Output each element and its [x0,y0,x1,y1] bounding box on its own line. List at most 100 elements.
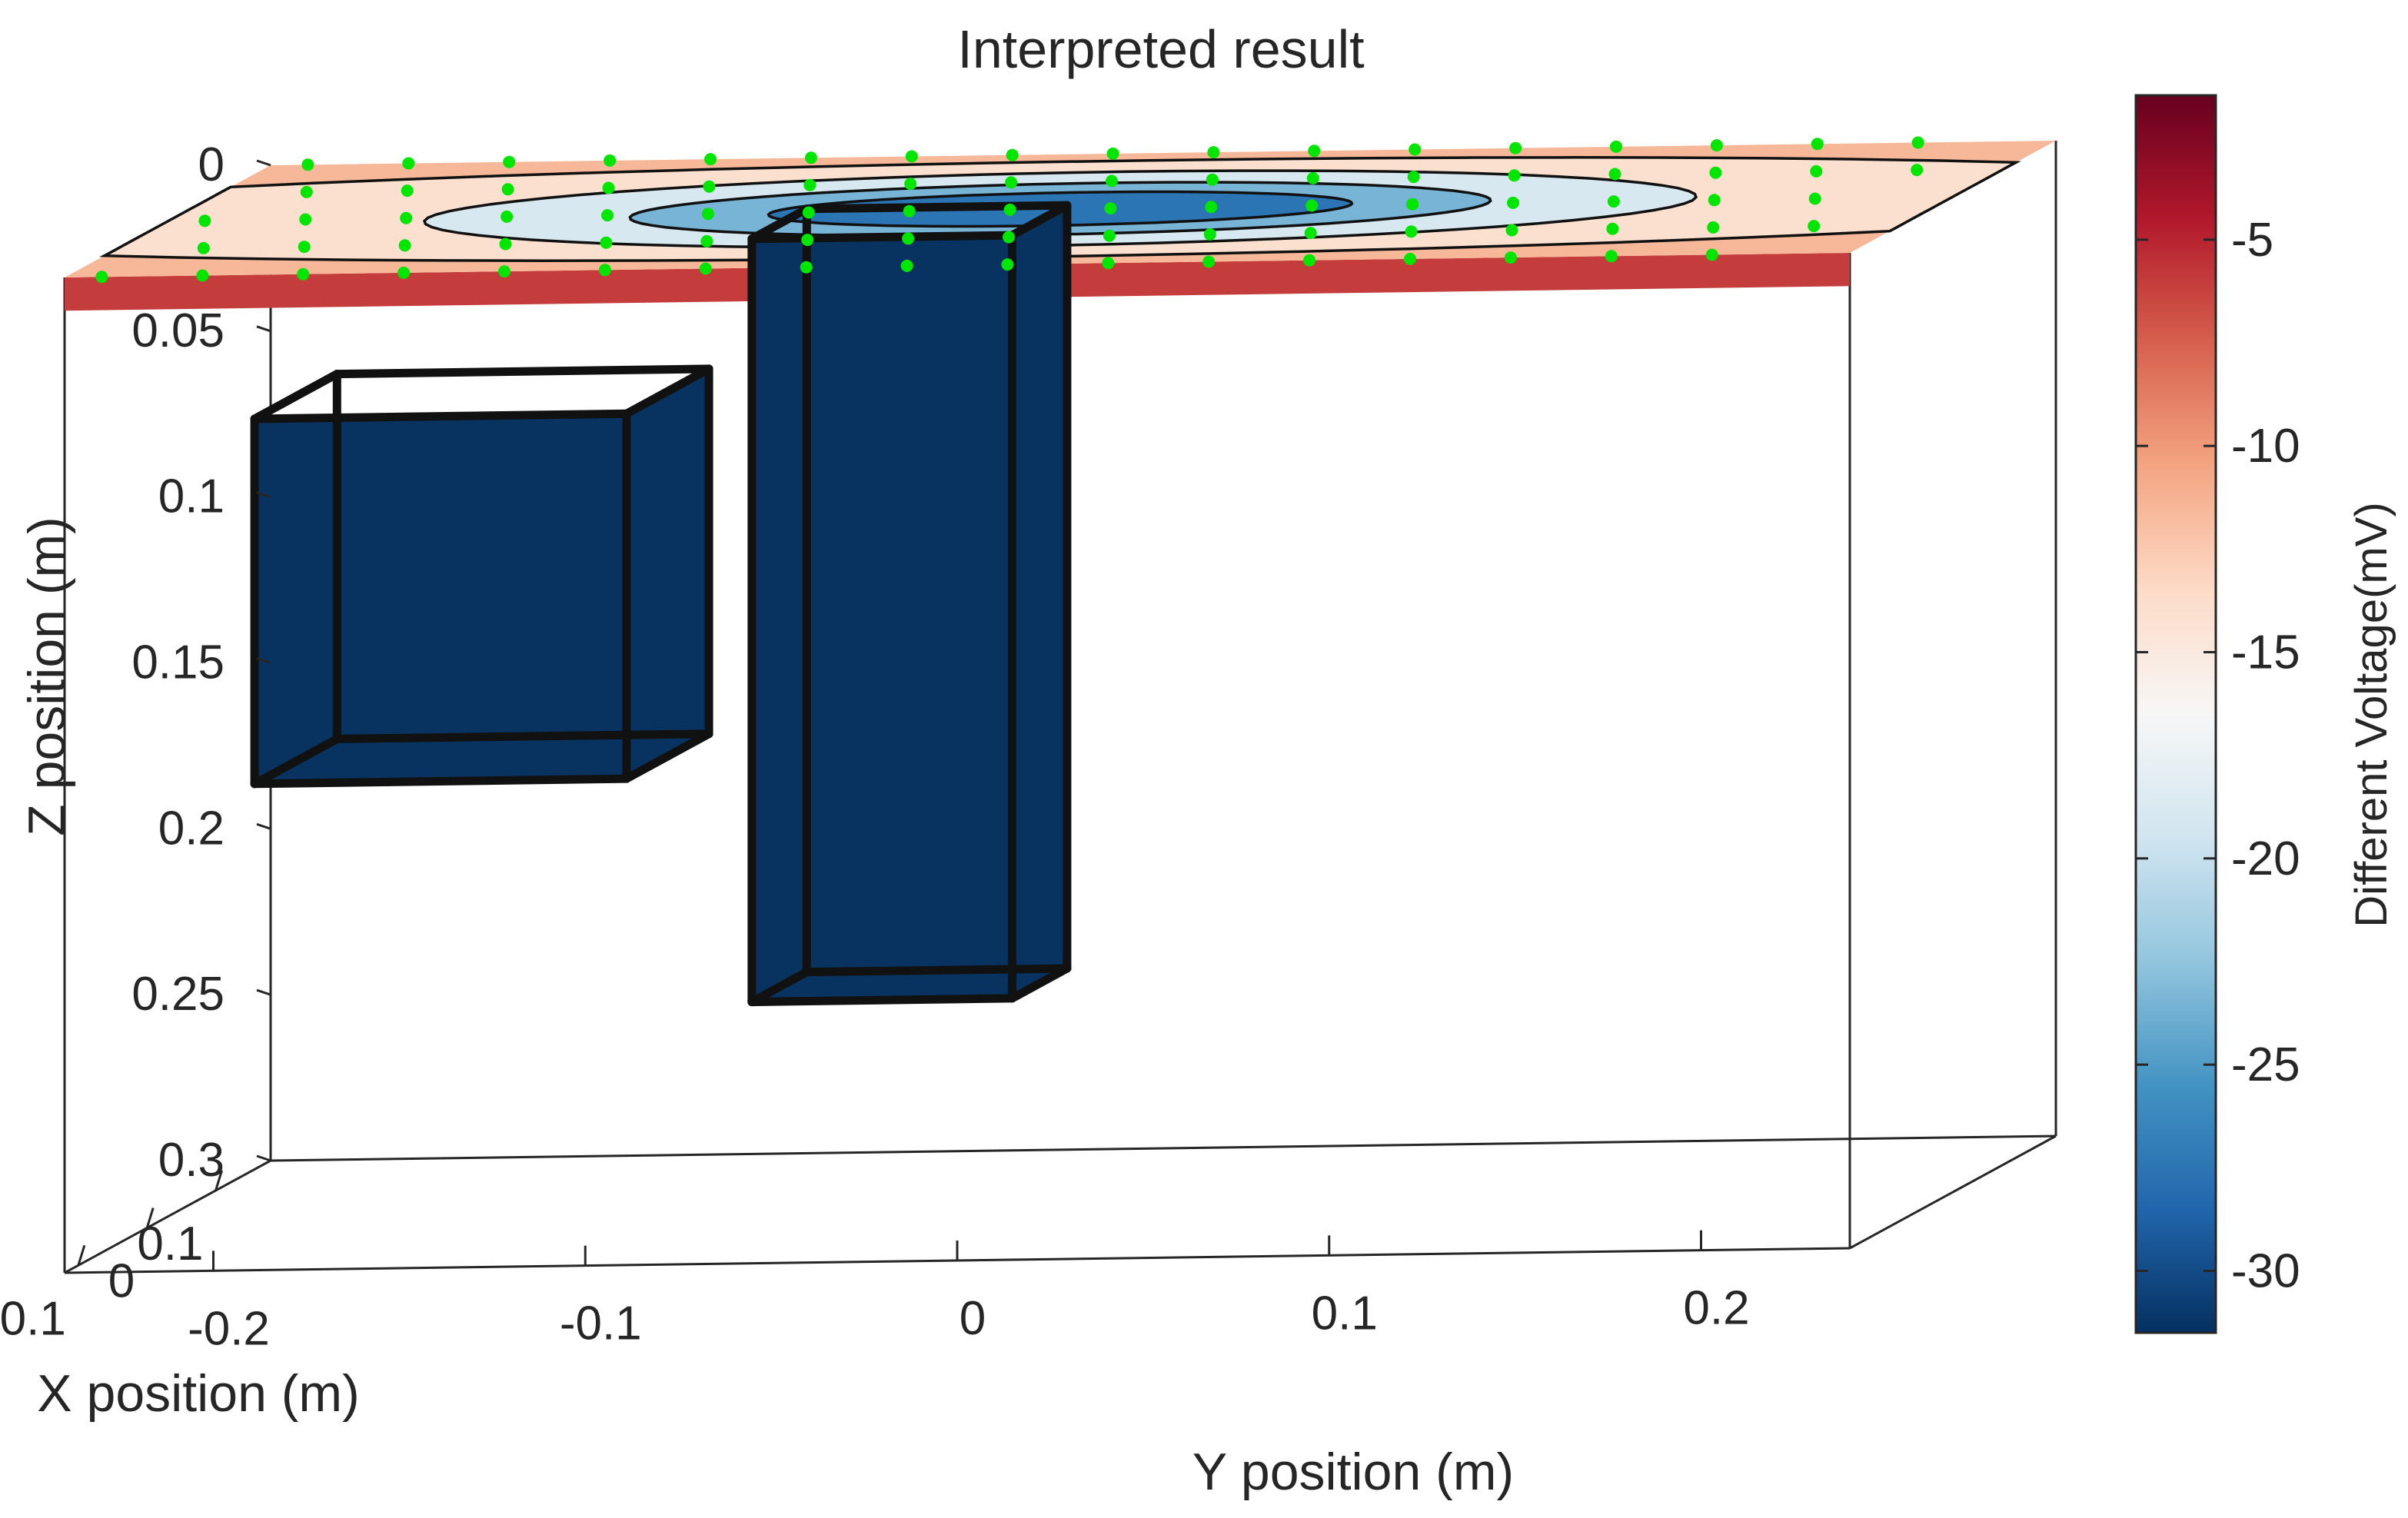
electrode-point [196,269,209,282]
z-tick [256,491,271,499]
electrode-point [1911,136,1924,149]
electrode-point [1508,169,1521,182]
electrode-point [600,236,613,249]
colorbar-tick-label: -30 [2231,1245,2300,1298]
electrode-point [1203,228,1216,241]
box-edge [270,1134,2057,1162]
electrode-point [501,210,514,223]
electrode-point [601,209,614,222]
x-tick-label: 0 [108,1255,135,1308]
electrode-point [704,153,717,166]
electrode-point [299,213,312,226]
z-tick [256,822,271,830]
electrode-point [1709,166,1722,179]
anomaly-edge-column [1007,964,1072,1003]
x-tick [77,1244,86,1266]
electrode-point [1003,203,1016,216]
box-edge [1849,1134,2057,1250]
z-axis-title: Z position (m) [18,517,76,836]
electrode-point [1708,194,1721,207]
colorbar-tick-label: -25 [2231,1038,2300,1091]
anomaly-edge-cube [250,409,631,424]
electrode-point [1405,225,1418,238]
electrode-point [703,180,716,193]
electrode-point [1106,174,1118,188]
electrode-point [800,261,813,274]
anomaly-edge-cube [250,370,341,424]
electrode-point [902,232,915,245]
electrode-point [1207,146,1220,159]
x-tick-label: -0.1 [0,1292,66,1345]
electrode-point [1304,227,1317,240]
anomaly-edge-column [802,964,1072,977]
electrode-point [1808,220,1821,233]
box-edge [64,1159,271,1274]
electrode-point [300,185,313,198]
x-tick [145,1207,155,1229]
y-tick-label: -0.2 [188,1302,270,1355]
anomaly-edge-cube [250,774,631,789]
colorbar-title: Different Voltage(mV) [2346,502,2396,927]
z-tick [256,988,271,996]
z-tick [256,325,271,333]
anomaly-edge-cube [622,364,713,418]
colorbar-tick-label: -5 [2231,214,2273,267]
electrode-point [398,239,411,252]
electrode-point [700,234,713,247]
anomaly-bodies [250,201,1072,1007]
y-axis-title: Y position (m) [1192,1443,1514,1501]
electrode-point [1102,257,1115,270]
electrode-point [1103,229,1116,242]
electrode-point [1808,192,1821,205]
electrode-point [1707,221,1720,234]
electrode-point [1610,140,1622,153]
electrode-point [197,241,210,254]
anomaly-edge-cube [622,729,713,783]
anomaly-body-column [751,205,1067,1002]
y-tick-label: 0.1 [1312,1287,1378,1340]
electrode-point [95,271,108,284]
electrode-point [1104,202,1117,215]
electrode-point [503,155,516,168]
electrode-point [903,204,916,218]
electrode-point [1205,201,1218,214]
colorbar-gradient [2134,94,2217,1334]
z-tick-label: 0.2 [158,802,225,855]
z-tick-label: 0 [198,138,225,191]
electrode-point [804,151,817,164]
electrode-point [1106,147,1119,160]
y-tick-label: -0.1 [560,1297,642,1350]
chart-title: Interpreted result [957,19,1364,79]
electrode-point [1308,144,1321,158]
electrode-point [598,264,611,277]
electrode-point [1303,254,1316,267]
electrode-point [900,259,913,272]
electrode-point [1202,255,1216,268]
electrode-point [198,214,211,228]
electrode-point [297,267,310,281]
electrode-point [401,184,414,198]
electrode-point [1606,222,1619,235]
electrode-point [397,266,411,279]
z-tick-label: 0.05 [131,304,225,357]
electrode-point [1305,199,1319,212]
colorbar-tick-label: -10 [2231,420,2300,473]
electrode-point [1404,252,1416,265]
anomaly-edge-column [747,994,1016,1007]
electrode-point [1608,168,1621,181]
electrode-point [1306,171,1319,184]
electrode-point [402,157,415,170]
electrode-point [1811,138,1824,151]
electrode-point [802,206,815,219]
electrode-point [699,262,712,275]
electrode-markers [95,136,1924,284]
anomaly-edge-column [747,968,811,1007]
electrode-point [1407,171,1420,184]
electrode-point [1504,251,1517,264]
z-tick-label: 0.1 [158,470,225,523]
z-tick-label: 0.3 [158,1134,225,1187]
electrode-point [1001,258,1014,271]
anomaly-edge-column [802,201,1072,214]
electrode-point [1911,164,1924,177]
